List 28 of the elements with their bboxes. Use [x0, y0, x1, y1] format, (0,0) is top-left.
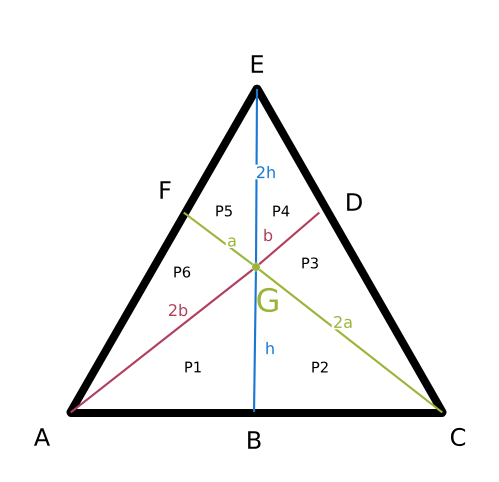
labelled-point: A [34, 428, 50, 446]
region-label: P1 [185, 362, 201, 372]
median-line [254, 88, 258, 263]
labelled-point: F [160, 181, 171, 199]
edge-label: h [264, 340, 276, 356]
median-line [258, 212, 320, 266]
median-line [252, 271, 258, 412]
edge-label: 2a [332, 314, 354, 330]
edge-label: a [226, 236, 238, 248]
region-label: P6 [174, 266, 190, 278]
region-label: P3 [302, 257, 318, 269]
labelled-point: D [347, 193, 362, 211]
labelled-point: C [450, 428, 466, 446]
edge-label: b [262, 227, 274, 243]
median-line [70, 268, 254, 414]
region-label: P2 [312, 362, 328, 372]
node-label: G [257, 288, 278, 312]
triangle-side [66, 84, 261, 416]
labelled-point: E [252, 55, 264, 73]
region-label: P5 [216, 206, 232, 216]
median-line [258, 268, 443, 414]
median-line [183, 212, 254, 266]
labelled-point: G [252, 263, 278, 312]
triangle-side [66, 409, 446, 417]
region-label: P4 [273, 206, 290, 216]
labelled-point: B [248, 431, 261, 449]
edge-label: 2h [254, 164, 278, 180]
edge-label: 2b [166, 302, 190, 318]
